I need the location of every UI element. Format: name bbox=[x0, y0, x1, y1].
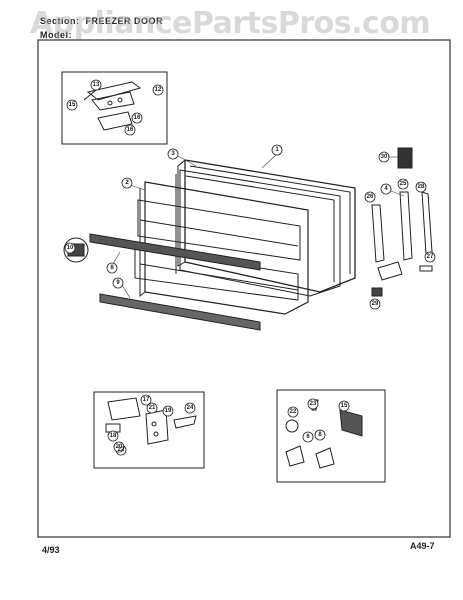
callout-16-lower: 16 bbox=[127, 127, 134, 133]
model-label: Model: bbox=[40, 30, 72, 40]
callout-12: 12 bbox=[155, 87, 162, 93]
outer-door-panel bbox=[177, 159, 356, 293]
handle-bracket bbox=[377, 261, 403, 281]
door-handle-right bbox=[399, 191, 413, 261]
callout-30: 30 bbox=[381, 154, 388, 160]
footer-date: 4/93 bbox=[42, 545, 60, 555]
callout-17: 17 bbox=[143, 397, 150, 403]
handle-cap-part bbox=[397, 147, 413, 169]
lower-hinge-inset-box bbox=[93, 391, 205, 469]
callout-16-upper: 16 bbox=[134, 115, 141, 121]
leader-lines bbox=[112, 153, 405, 299]
callout-15-upper: 15 bbox=[69, 102, 76, 108]
callout-26: 26 bbox=[367, 194, 374, 200]
handle-detail-circle bbox=[63, 237, 89, 263]
callout-18: 18 bbox=[110, 433, 117, 439]
lower-hinge-assembly bbox=[105, 397, 197, 445]
handle-trim-strip bbox=[421, 191, 433, 255]
door-shelf-bar bbox=[89, 233, 261, 271]
section-heading: Section: FREEZER DOOR bbox=[40, 16, 163, 26]
callout-2: 2 bbox=[125, 180, 129, 186]
door-handle-left bbox=[371, 204, 385, 263]
callout-20: 20 bbox=[116, 444, 123, 450]
watermark: AppliancePartsPros.com bbox=[30, 6, 431, 41]
callout-28: 28 bbox=[418, 184, 425, 190]
hinge-inset-box bbox=[61, 71, 168, 145]
callout-labels bbox=[64, 79, 436, 456]
callout-6: 6 bbox=[306, 434, 310, 440]
callout-27: 27 bbox=[427, 254, 434, 260]
callout-22-right: 22 bbox=[290, 409, 297, 415]
callout-1: 1 bbox=[275, 147, 279, 153]
section-label: Section: bbox=[40, 16, 80, 26]
accessory-inset-box bbox=[276, 389, 386, 483]
end-cap-part bbox=[419, 265, 433, 272]
callout-3: 3 bbox=[171, 151, 175, 157]
callout-8-lower: 8 bbox=[318, 432, 322, 438]
model-heading: Model: bbox=[40, 30, 72, 40]
door-gasket bbox=[175, 169, 341, 297]
callout-22-lower-left: 22 bbox=[118, 447, 125, 453]
callout-24: 24 bbox=[187, 405, 194, 411]
upper-hinge-assembly bbox=[83, 81, 142, 131]
callout-4: 4 bbox=[384, 186, 388, 192]
callout-13: 13 bbox=[93, 82, 100, 88]
callout-19: 19 bbox=[165, 408, 172, 414]
callout-25: 25 bbox=[400, 181, 407, 187]
callout-21: 21 bbox=[149, 405, 156, 411]
screw-part bbox=[371, 287, 383, 297]
callout-23: 23 bbox=[310, 401, 317, 407]
callout-15-lower: 15 bbox=[341, 403, 348, 409]
bottom-trim-strip bbox=[99, 293, 261, 331]
footer-page-code: A49-7 bbox=[410, 541, 435, 551]
callout-29: 29 bbox=[372, 301, 379, 307]
callout-8: 8 bbox=[110, 265, 114, 271]
callout-10: 10 bbox=[67, 245, 74, 251]
accessory-parts bbox=[285, 399, 363, 469]
diagram-frame bbox=[37, 39, 451, 538]
callout-9: 9 bbox=[116, 280, 120, 286]
section-value: FREEZER DOOR bbox=[85, 16, 164, 26]
